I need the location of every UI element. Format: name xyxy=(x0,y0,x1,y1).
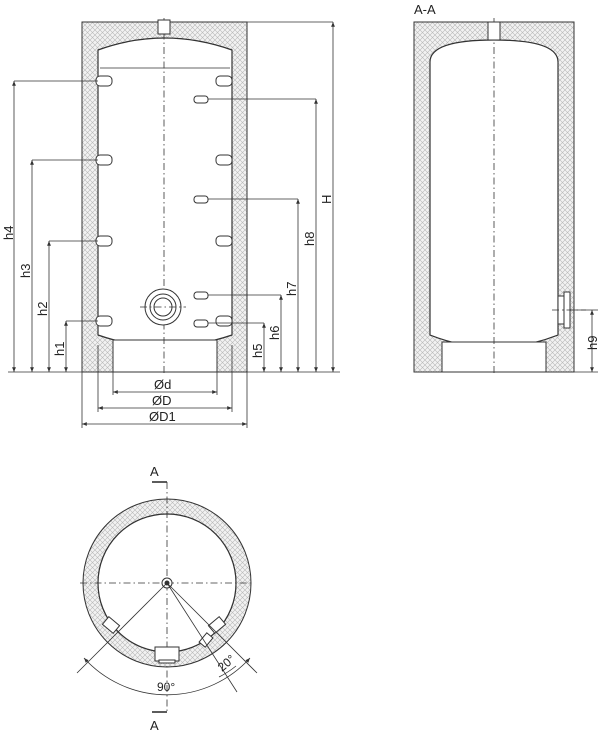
dim-h7-label: h7 xyxy=(284,282,299,296)
front-base xyxy=(112,339,218,373)
section-marker-bottom: A xyxy=(150,718,159,733)
dim-h1-label: h1 xyxy=(52,342,67,356)
dim-D-label: ØD xyxy=(152,393,172,408)
angle-90-label: 90° xyxy=(157,680,175,694)
diameter-dimension-lines xyxy=(81,345,248,428)
dim-H-label: H xyxy=(319,195,334,204)
dim-D1-label: ØD1 xyxy=(149,409,176,424)
dim-h3-label: h3 xyxy=(18,264,33,278)
left-dimension-lines xyxy=(8,80,98,373)
dim-h4-label: h4 xyxy=(1,226,16,240)
section-marker-top: A xyxy=(150,464,159,479)
right-dimension-lines xyxy=(208,21,340,373)
angle-arc-90 xyxy=(83,657,251,696)
dim-h8-label: h8 xyxy=(302,232,317,246)
front-view: h4 h3 h2 h1 h5 h6 h7 h8 H Ød ØD ØD1 xyxy=(1,18,340,428)
dim-h6-label: h6 xyxy=(267,326,282,340)
section-view: A-A h9 xyxy=(413,2,600,375)
angle-arc-20 xyxy=(218,665,237,678)
front-flange xyxy=(140,288,186,326)
dim-d-label: Ød xyxy=(154,377,171,392)
angle-20-label: 20° xyxy=(215,652,238,675)
left-nozzles xyxy=(95,75,113,327)
top-bottom-flange xyxy=(154,646,180,662)
top-view: A A 90° 20° xyxy=(76,464,258,733)
dim-h9-label: h9 xyxy=(585,336,600,350)
right-nozzles xyxy=(215,75,233,327)
dim-h5-label: h5 xyxy=(250,344,265,358)
section-top-nozzle xyxy=(487,21,501,41)
section-title: A-A xyxy=(414,2,436,17)
dim-h2-label: h2 xyxy=(35,302,50,316)
front-top-nozzle xyxy=(157,19,171,35)
sensor-sockets xyxy=(193,95,209,328)
